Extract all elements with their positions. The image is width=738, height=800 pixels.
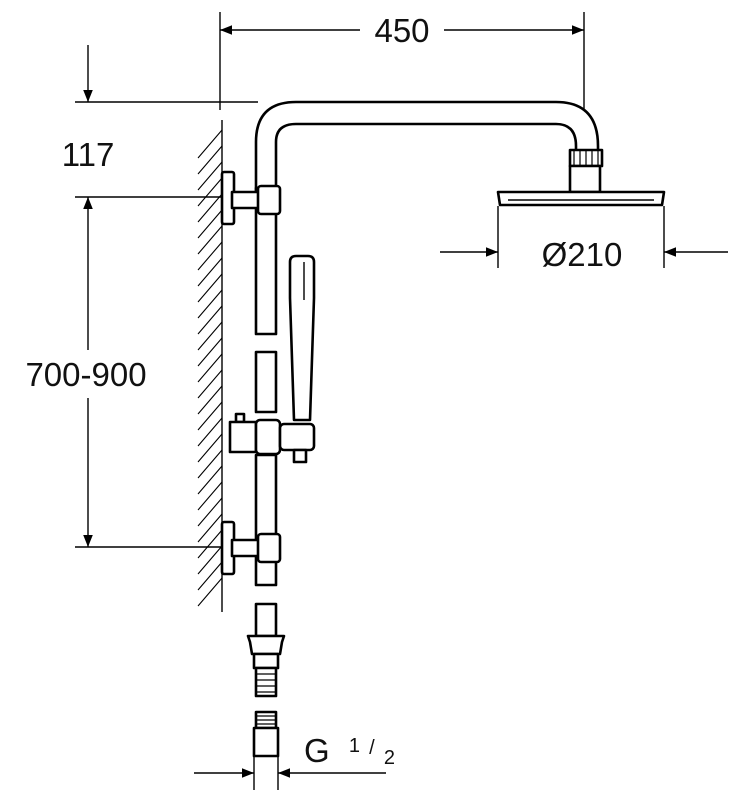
dimension-top-offset: 117 [62,45,258,173]
top-offset-label: 117 [62,136,115,173]
hand-shower [288,254,316,464]
head-diameter-label: Ø210 [542,236,623,273]
hose-connection [246,634,286,758]
arm-length-label: 450 [374,12,429,49]
connection-fraction-slash: / [369,737,375,759]
slider-holder [228,412,316,456]
shower-rail [254,186,278,638]
wall-bracket-bottom [220,520,282,576]
dimension-connection-thread: G 1 / 2 [194,722,395,790]
connection-prefix: G [304,732,330,769]
connection-fraction-numerator: 1 [349,735,360,757]
shower-arm [254,100,604,194]
head-shower [496,190,666,207]
rail-height-label: 700-900 [25,356,146,393]
dimension-rail-height: 700-900 [25,196,222,548]
dimension-arm-length: 450 [219,12,585,110]
connection-thread-label: G 1 / 2 [304,722,395,769]
wall [197,120,223,612]
dimension-head-diameter: Ø210 [440,206,728,273]
wall-bracket-top [220,170,282,226]
connection-fraction-denominator: 2 [384,747,395,769]
wall-hatching [197,129,223,607]
